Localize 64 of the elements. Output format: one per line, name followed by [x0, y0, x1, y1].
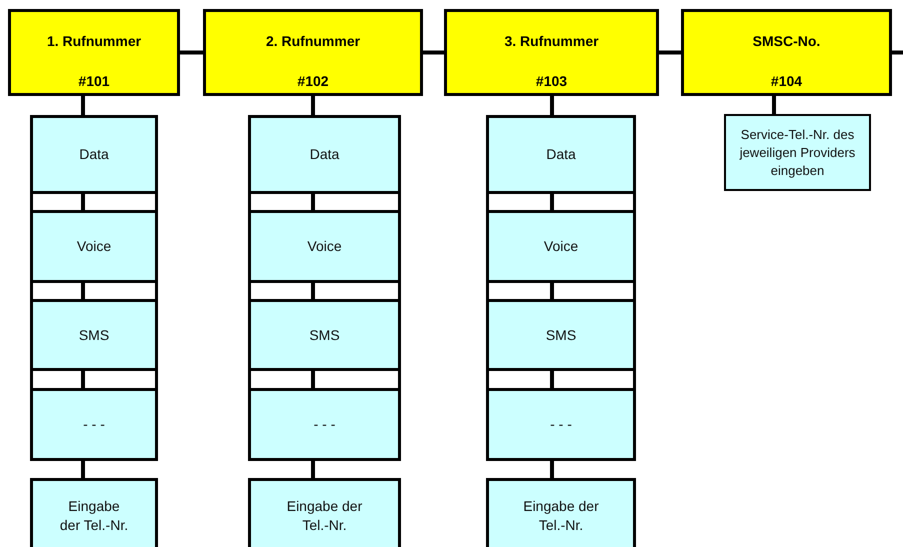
note-text: Service-Tel.-Nr. des jeweiligen Providers eingeben	[738, 126, 856, 180]
service-box	[248, 115, 401, 194]
connector-line	[423, 50, 444, 54]
service-box	[486, 210, 636, 283]
box-heading: 2. Rufnummer	[266, 32, 360, 50]
connector-line	[772, 96, 776, 114]
service-label: Voice	[544, 237, 578, 256]
box-heading: 1. Rufnummer	[46, 32, 142, 50]
connector-line	[550, 283, 554, 299]
entry-box	[248, 478, 401, 547]
number-box	[444, 9, 659, 96]
connector-line	[311, 371, 315, 388]
connector-line	[180, 50, 203, 54]
box-number: #101	[78, 72, 110, 90]
service-box	[30, 115, 158, 194]
number-box	[8, 9, 180, 96]
service-box	[30, 388, 158, 461]
entry-text: Eingabe der Tel.-Nr.	[58, 497, 130, 535]
service-box	[486, 115, 636, 194]
connector-line	[892, 50, 903, 54]
connector-line	[550, 194, 554, 210]
service-label: - - -	[314, 415, 336, 434]
entry-box	[30, 478, 158, 547]
connector-line	[550, 461, 554, 478]
service-label: SMS	[309, 326, 340, 344]
service-label: Data	[79, 145, 109, 164]
service-label: Data	[546, 145, 576, 164]
service-box	[486, 299, 636, 371]
service-box	[486, 388, 636, 461]
box-number: #102	[297, 72, 329, 90]
service-box	[248, 210, 401, 283]
connector-line	[81, 283, 85, 299]
connector-line	[659, 50, 681, 54]
note-box	[724, 114, 871, 191]
service-box	[30, 299, 158, 371]
entry-text: Eingabe der Tel.-Nr.	[522, 497, 600, 535]
number-box	[681, 9, 892, 96]
connector-line	[81, 96, 85, 115]
service-label: SMS	[546, 326, 576, 344]
service-label: SMS	[78, 326, 110, 344]
service-label: Data	[310, 145, 340, 164]
service-label: - - -	[83, 415, 105, 434]
entry-text: Eingabe der Tel.-Nr.	[286, 497, 364, 535]
connector-line	[311, 194, 315, 210]
connector-line	[81, 371, 85, 388]
connector-line	[81, 194, 85, 210]
service-label: - - -	[550, 415, 572, 434]
connector-line	[81, 461, 85, 478]
service-box	[248, 388, 401, 461]
box-heading: 3. Rufnummer	[504, 32, 599, 50]
connector-line	[550, 371, 554, 388]
box-number: #103	[536, 72, 568, 90]
service-label: Voice	[307, 237, 342, 256]
service-box	[248, 299, 401, 371]
number-box	[203, 9, 423, 96]
service-label: Voice	[76, 237, 112, 256]
connector-line	[311, 96, 315, 115]
service-box	[30, 210, 158, 283]
box-heading: SMSC-No.	[752, 32, 820, 50]
connector-line	[311, 283, 315, 299]
connector-line	[550, 96, 554, 115]
box-number: #104	[770, 72, 802, 90]
connector-line	[311, 461, 315, 478]
entry-box	[486, 478, 636, 547]
